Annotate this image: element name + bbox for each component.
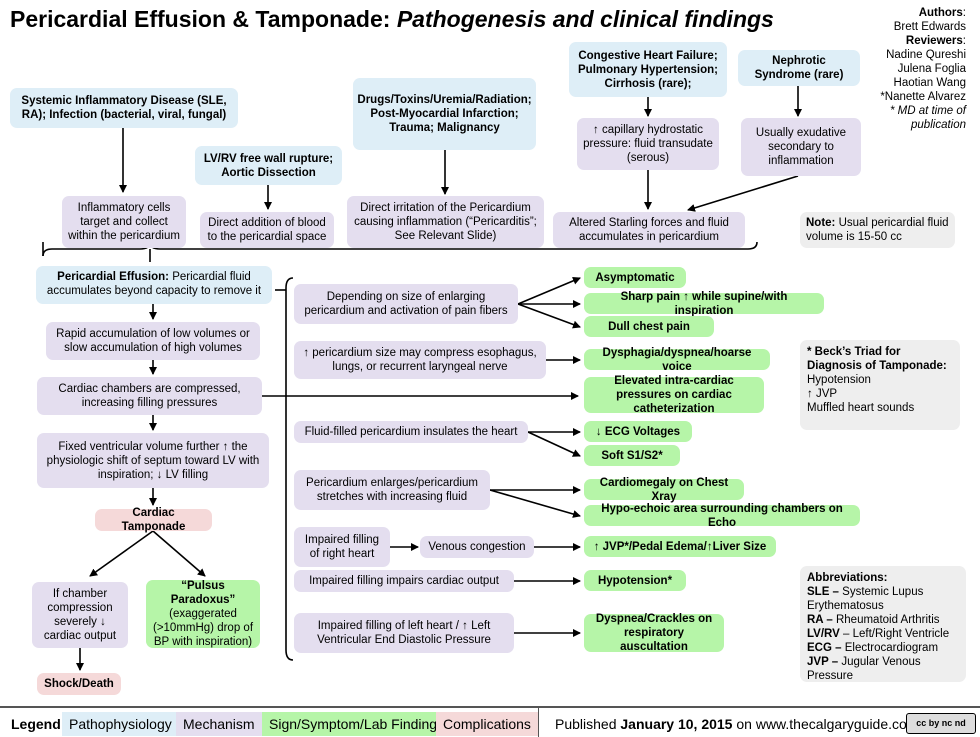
mechanism-inflammatory-cells: Inflammatory cells target and collect wi… xyxy=(62,196,186,248)
title-sub: Pathogenesis and clinical findings xyxy=(396,6,774,32)
finding-soft-s1s2: Soft S1/S2* xyxy=(584,445,680,466)
note-text: Usual pericardial fluid volume is 15-50 … xyxy=(806,217,949,243)
reviewer: Nadine Qureshi xyxy=(886,49,966,61)
cause-systemic-inflammatory: Systemic Inflammatory Disease (SLE, RA);… xyxy=(10,88,238,128)
published-info: Published January 10, 2015 on www.thecal… xyxy=(555,716,919,732)
legend-complications: Complications xyxy=(436,712,538,736)
mechanism-direct-blood: Direct addition of blood to the pericard… xyxy=(200,212,334,248)
legend-bar: Legend: Pathophysiology Mechanism Sign/S… xyxy=(0,706,980,737)
paradoxus-title: “Pulsus Paradoxus” xyxy=(170,580,236,606)
mechanism-impaired-left: Impaired filling of left heart / ↑ Left … xyxy=(294,613,514,653)
mechanism-pericardium-enlarges: Pericardium enlarges/pericardium stretch… xyxy=(294,470,490,510)
cause-drugs-toxins: Drugs/Toxins/Uremia/Radiation; Post-Myoc… xyxy=(353,78,536,150)
finding-crackles: Dyspnea/Crackles on respiratory ausculta… xyxy=(584,613,724,653)
mechanism-fixed-volume: Fixed ventricular volume further ↑ the p… xyxy=(37,433,269,488)
finding-jvp: ↑ JVP*/Pedal Edema/↑Liver Size xyxy=(584,536,776,557)
finding-sharp-pain: Sharp pain ↑ while supine/with inspirati… xyxy=(584,291,824,317)
mechanism-rapid-accumulation: Rapid accumulation of low volumes or slo… xyxy=(46,322,260,360)
abbreviation-item: SLE – Systemic Lupus Erythematosus xyxy=(807,586,924,612)
legend-pathophysiology: Pathophysiology xyxy=(62,712,179,736)
abbreviations-title: Abbreviations: xyxy=(807,572,888,584)
pulsus-paradoxus: “Pulsus Paradoxus” (exaggerated (>10mmHg… xyxy=(146,580,260,648)
reviewer: Haotian Wang xyxy=(893,77,966,89)
mechanism-chamber-compression: If chamber compression severely ↓ cardia… xyxy=(32,582,128,648)
reviewer: Julena Foglia xyxy=(897,63,966,75)
reviewers-label: Reviewers xyxy=(905,35,963,47)
mechanism-pericardium-size: Depending on size of enlarging pericardi… xyxy=(294,284,518,324)
mechanism-insulates-heart: Fluid-filled pericardium insulates the h… xyxy=(294,421,528,443)
mechanism-starling: Altered Starling forces and fluid accumu… xyxy=(553,212,745,248)
becks-item: ↑ JVP xyxy=(807,388,838,400)
published-date: January 10, 2015 xyxy=(620,716,733,732)
mechanism-venous-congestion: Venous congestion xyxy=(420,536,534,558)
reviewer: *Nanette Alvarez xyxy=(880,91,966,103)
finding-ecg-voltages: ↓ ECG Voltages xyxy=(584,421,692,442)
mechanism-impaired-output: Impaired filling impairs cardiac output xyxy=(294,570,514,592)
mechanism-compress-esophagus: ↑ pericardium size may compress esophagu… xyxy=(294,341,546,379)
authors-block: Authors: Brett Edwards Reviewers: Nadine… xyxy=(856,6,966,132)
page-title: Pericardial Effusion & Tamponade: Pathog… xyxy=(10,6,774,33)
legend-mechanism: Mechanism xyxy=(176,712,262,736)
finding-hypoechoic: Hypo-echoic area surrounding chambers on… xyxy=(584,503,860,529)
effusion-text: Pericardial fluid accumulates beyond cap… xyxy=(46,271,262,297)
abbreviation-item: LV/RV – Left/Right Ventricle xyxy=(807,628,950,640)
abbreviation-item: RA – Rheumatoid Arthritis xyxy=(807,614,940,626)
creative-commons-icon[interactable]: cc by nc nd xyxy=(906,713,976,734)
mechanism-capillary-pressure: ↑ capillary hydrostatic pressure: fluid … xyxy=(577,118,719,170)
finding-asymptomatic: Asymptomatic xyxy=(584,267,686,288)
finding-dull-chest-pain: Dull chest pain xyxy=(584,316,714,337)
cause-chf: Congestive Heart Failure; Pulmonary Hype… xyxy=(569,42,727,97)
becks-title: * Beck’s Triad for Diagnosis of Tamponad… xyxy=(807,346,947,372)
cause-wall-rupture: LV/RV free wall rupture; Aortic Dissecti… xyxy=(195,146,342,185)
becks-item: Hypotension xyxy=(807,374,871,386)
paradoxus-text: (exaggerated (>10mmHg) drop of BP with i… xyxy=(152,608,254,648)
effusion-label: Pericardial Effusion: xyxy=(57,271,169,283)
title-main: Pericardial Effusion & Tamponade: xyxy=(10,6,391,32)
connector-lines xyxy=(42,86,802,671)
cardiac-tamponade: Cardiac Tamponade xyxy=(95,507,212,533)
becks-triad: * Beck’s Triad for Diagnosis of Tamponad… xyxy=(800,340,960,430)
md-footnote: * MD at time of publication xyxy=(889,105,966,131)
becks-item: Muffled heart sounds xyxy=(807,402,915,414)
authors-label: Authors xyxy=(918,7,963,19)
shock-death: Shock/Death xyxy=(37,673,121,695)
mechanism-exudative: Usually exudative secondary to inflammat… xyxy=(741,118,861,176)
note-label: Note: xyxy=(806,217,836,229)
finding-cardiomegaly: Cardiomegaly on Chest Xray xyxy=(584,477,744,503)
legend-divider xyxy=(538,708,539,737)
mechanism-irritation: Direct irritation of the Pericardium cau… xyxy=(347,196,544,248)
finding-hypotension: Hypotension* xyxy=(584,570,686,591)
cause-nephrotic: Nephrotic Syndrome (rare) xyxy=(738,50,860,86)
mechanism-chambers-compressed: Cardiac chambers are compressed, increas… xyxy=(37,377,262,415)
abbreviations: Abbreviations: SLE – Systemic Lupus Eryt… xyxy=(800,566,966,682)
mechanism-impaired-right: Impaired filling of right heart xyxy=(294,527,390,567)
pericardial-effusion: Pericardial Effusion: Pericardial fluid … xyxy=(36,266,272,304)
legend-label: Legend: xyxy=(11,716,66,732)
note-box: Note: Usual pericardial fluid volume is … xyxy=(800,212,955,248)
abbreviation-item: JVP – Jugular Venous Pressure xyxy=(807,656,921,682)
abbreviation-item: ECG – Electrocardiogram xyxy=(807,642,939,654)
legend-sign: Sign/Symptom/Lab Finding xyxy=(262,712,445,736)
finding-elevated-pressures: Elevated intra-cardiac pressures on card… xyxy=(584,375,764,415)
author-name: Brett Edwards xyxy=(893,21,966,33)
finding-dysphagia: Dysphagia/dyspnea/hoarse voice xyxy=(584,347,770,373)
